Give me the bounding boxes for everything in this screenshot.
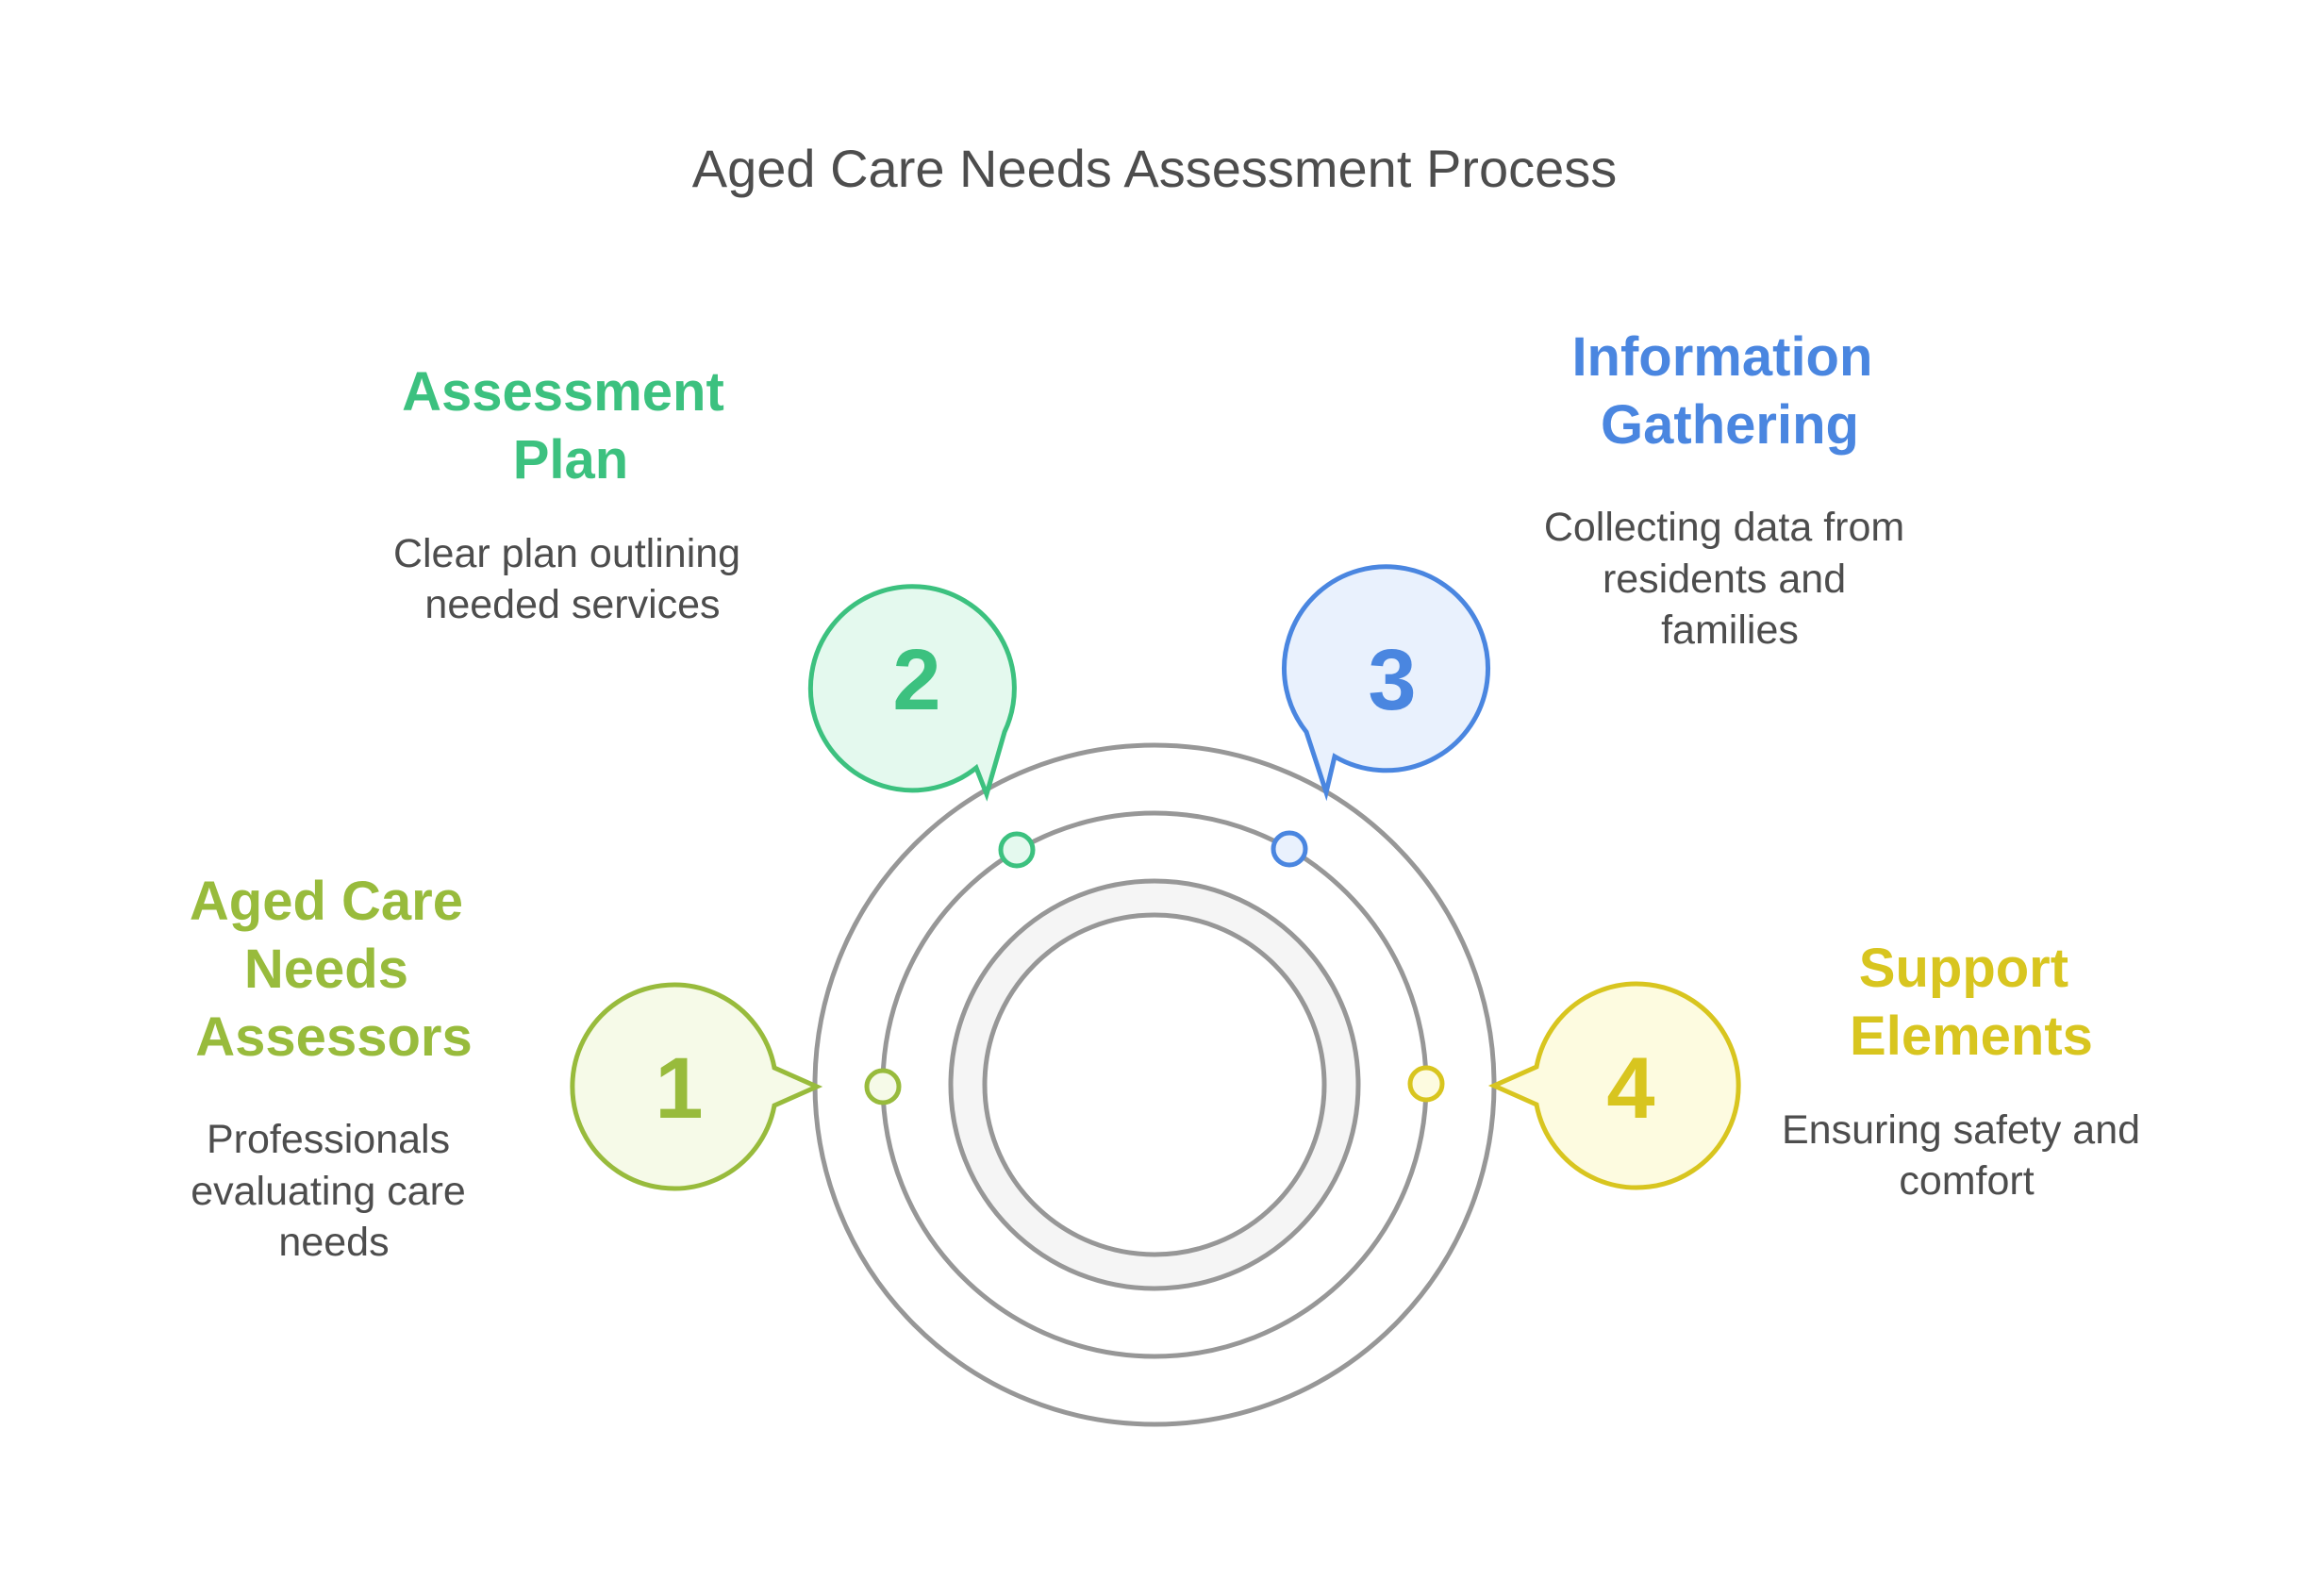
- step-2-number: 2: [892, 632, 940, 728]
- step-3-number: 3: [1368, 632, 1416, 728]
- step-4-description: Ensuring safety and comfort: [1782, 1107, 2151, 1204]
- step-2-description: Clear plan outlining needed services: [393, 531, 752, 627]
- step-4-label: Support Elements Ensuring safety and com…: [1782, 938, 2151, 1204]
- step-2-bubble: 2: [807, 584, 1017, 802]
- step-3-label: Information Gathering Collecting data fr…: [1544, 326, 1916, 653]
- step-1-label: Aged Care Needs Assessors Professionals …: [190, 871, 478, 1265]
- step-1-number: 1: [655, 1040, 703, 1137]
- step-4-number: 4: [1606, 1040, 1654, 1137]
- step-3-description: Collecting data from residents and famil…: [1544, 505, 1916, 653]
- step-4-bubble: 4: [1487, 981, 1741, 1190]
- step-1-bubble: 1: [570, 982, 823, 1191]
- step-4-title: Support Elements: [1850, 938, 2093, 1067]
- ring-group: [812, 742, 1497, 1427]
- step-1-title: Aged Care Needs Assessors: [190, 871, 478, 1068]
- step-3-title: Information Gathering: [1571, 326, 1887, 456]
- core-circle: [982, 912, 1327, 1257]
- step-3-bubble: 3: [1282, 564, 1491, 802]
- step-2-label: Assessment Plan Clear plan outlining nee…: [393, 361, 752, 627]
- step-1-description: Professionals evaluating care needs: [191, 1117, 477, 1265]
- page-title: Aged Care Needs Assessment Process: [692, 139, 1617, 198]
- step-1-dot: [864, 1068, 902, 1106]
- step-2-title: Assessment Plan: [402, 361, 739, 490]
- step-3-dot: [1271, 830, 1308, 868]
- step-4-dot: [1407, 1065, 1445, 1103]
- step-2-dot: [998, 831, 1036, 869]
